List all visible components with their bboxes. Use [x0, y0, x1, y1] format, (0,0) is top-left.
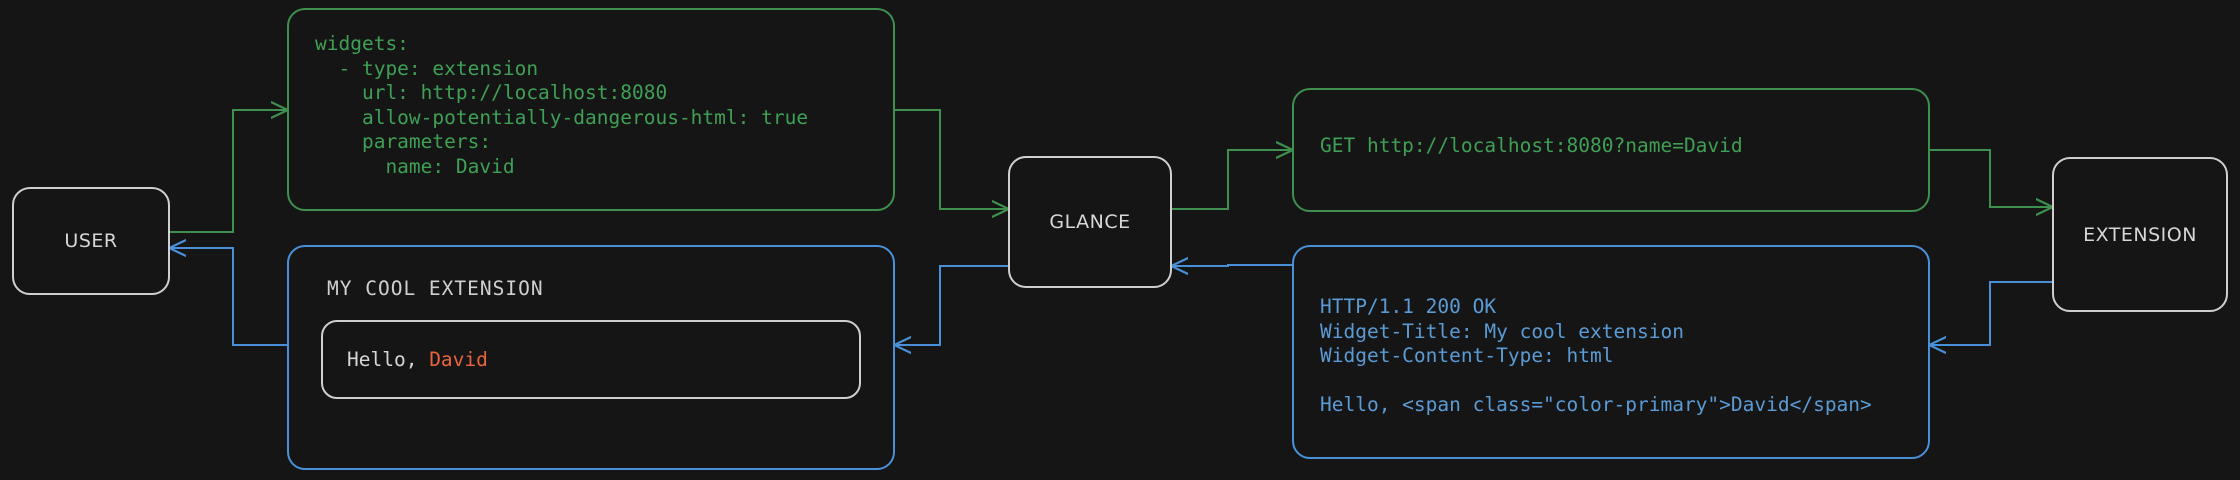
- config-yaml-block: widgets: - type: extension url: http://l…: [287, 8, 895, 211]
- http-response-text: HTTP/1.1 200 OK Widget-Title: My cool ex…: [1320, 295, 1872, 416]
- actor-user[interactable]: USER: [12, 187, 170, 295]
- rendered-widget-card: Hello, David: [321, 320, 861, 399]
- actor-glance[interactable]: GLANCE: [1008, 156, 1172, 288]
- actor-extension[interactable]: EXTENSION: [2052, 157, 2228, 312]
- rendered-widget-title: MY COOL EXTENSION: [327, 277, 544, 300]
- connector-extension-to-response: [1930, 281, 2052, 345]
- rendered-widget-body-highlight: David: [429, 348, 488, 371]
- rendered-widget-body: Hello, David: [347, 348, 835, 371]
- http-request-block: GET http://localhost:8080?name=David: [1292, 88, 1930, 212]
- config-yaml-text: widgets: - type: extension url: http://l…: [315, 32, 809, 178]
- connector-user-to-config: [170, 110, 287, 233]
- rendered-widget-body-prefix: Hello,: [347, 348, 430, 371]
- actor-glance-label: GLANCE: [1049, 211, 1131, 233]
- connector-glance-to-widget: [895, 265, 1008, 345]
- rendered-widget-block: MY COOL EXTENSION Hello, David: [287, 245, 895, 470]
- actor-extension-label: EXTENSION: [2083, 223, 2197, 246]
- connector-glance-to-request: [1172, 150, 1292, 210]
- http-request-text: GET http://localhost:8080?name=David: [1320, 134, 1743, 157]
- actor-user-label: USER: [64, 230, 118, 252]
- connector-widget-to-user: [170, 248, 287, 346]
- connector-config-to-glance: [895, 109, 1008, 209]
- connector-request-to-extension: [1930, 149, 2052, 207]
- http-response-block: HTTP/1.1 200 OK Widget-Title: My cool ex…: [1292, 245, 1930, 459]
- connector-response-to-glance: [1172, 265, 1292, 266]
